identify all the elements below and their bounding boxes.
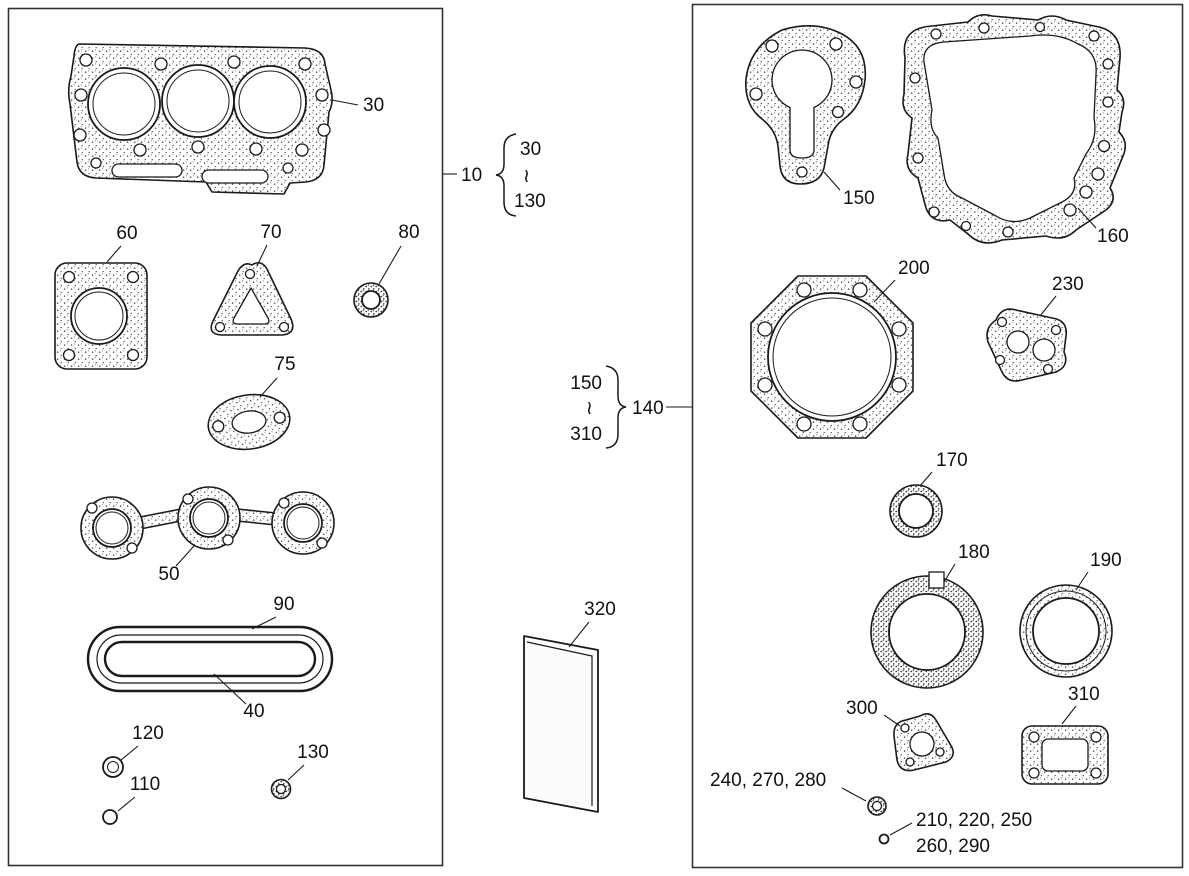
leader-line-230: [1039, 295, 1057, 317]
right-callout-group: 150 ≀ 310 140: [570, 365, 692, 449]
leader-line-110: [117, 796, 136, 812]
leader-line-75: [259, 377, 278, 398]
left-panel: 30 60 70 80: [7, 7, 444, 867]
label-range-tilde-right: ≀: [586, 398, 593, 419]
brace-left: [495, 133, 517, 217]
label-120: 120: [132, 723, 164, 744]
oil-pan-gasket-drawing: [86, 625, 334, 693]
small-plate-gasket-drawing: [986, 308, 1068, 382]
leader-line-160: [1077, 207, 1097, 229]
valve-stem-seal-drawing: [353, 282, 389, 318]
gear-case-gasket-drawing: [902, 14, 1127, 244]
leader-line-30: [331, 99, 359, 106]
small-seal-drawing: [270, 778, 292, 800]
label-range-from-left: 30: [520, 139, 541, 160]
label-140: 140: [632, 398, 664, 419]
label-180: 180: [958, 542, 990, 563]
water-pump-gasket-drawing: [745, 25, 867, 185]
label-range-tilde-left: ≀: [523, 166, 530, 187]
leader-line-130: [287, 764, 305, 781]
label-50: 50: [158, 564, 179, 585]
label-170: 170: [936, 450, 968, 471]
leader-line-240: [841, 787, 867, 802]
leader-line-180: [943, 563, 956, 583]
right-panel: 150 160 200: [523, 3, 1184, 869]
bearing-gasket-drawing: [870, 571, 984, 689]
round-seal-drawing: [889, 484, 943, 538]
leader-line-50: [175, 545, 195, 567]
label-260-290: 260, 290: [916, 836, 990, 857]
cover-gasket-drawing: [1021, 725, 1109, 785]
head-gasket-drawing: [67, 43, 333, 195]
label-10: 10: [461, 165, 482, 186]
leader-line-210: [889, 822, 913, 836]
label-310: 310: [1068, 684, 1100, 705]
label-range-from-right: 150: [570, 373, 602, 394]
leader-line-200: [873, 279, 896, 303]
small-triangle-gasket-drawing: [893, 712, 954, 772]
side-cover-gasket-drawing: [54, 262, 148, 370]
label-90: 90: [273, 594, 294, 615]
bearing-case-gasket-drawing: [750, 275, 914, 439]
label-200: 200: [898, 258, 930, 279]
label-240-270-280: 240, 270, 280: [710, 770, 826, 791]
manifold-gasket-drawing: [80, 486, 335, 560]
label-30: 30: [363, 95, 384, 116]
label-130: 130: [297, 742, 329, 763]
label-300: 300: [846, 698, 878, 719]
leader-line-70: [256, 244, 268, 267]
left-callout-group: 10 30 ≀ 130: [443, 133, 546, 217]
triangle-cover-gasket-drawing: [210, 261, 294, 336]
tiny-o-ring-drawing: [878, 833, 890, 845]
label-range-to-left: 130: [514, 191, 546, 212]
leader-line-40: [213, 673, 247, 705]
leader-line-320: [568, 621, 590, 648]
leader-line-190: [1075, 571, 1089, 591]
small-ring-drawing: [867, 796, 887, 816]
leader-line-170: [919, 471, 933, 487]
label-range-to-right: 310: [570, 424, 602, 445]
label-190: 190: [1090, 550, 1122, 571]
outlet-gasket-drawing: [207, 393, 291, 451]
oil-seal-drawing: [1019, 584, 1113, 678]
label-40: 40: [243, 701, 264, 722]
washer-drawing: [102, 756, 124, 778]
label-160: 160: [1097, 226, 1129, 247]
label-110: 110: [130, 774, 160, 795]
label-80: 80: [398, 222, 419, 243]
label-230: 230: [1052, 274, 1084, 295]
label-210-220-250: 210, 220, 250: [916, 810, 1032, 831]
leader-line-90: [251, 616, 277, 630]
leader-line-80: [378, 245, 402, 285]
leader-line-120: [120, 745, 139, 761]
leader-line-60: [106, 245, 122, 263]
o-ring-drawing: [102, 809, 118, 825]
leader-line-310: [1061, 705, 1077, 725]
gasket-sheet-drawing: [523, 635, 599, 813]
label-70: 70: [260, 222, 281, 243]
brace-right: [605, 365, 627, 449]
label-60: 60: [116, 223, 137, 244]
leader-line-150: [823, 171, 841, 191]
label-75: 75: [274, 354, 295, 375]
label-320: 320: [584, 599, 616, 620]
leader-line-300: [883, 714, 901, 727]
label-150: 150: [843, 188, 875, 209]
